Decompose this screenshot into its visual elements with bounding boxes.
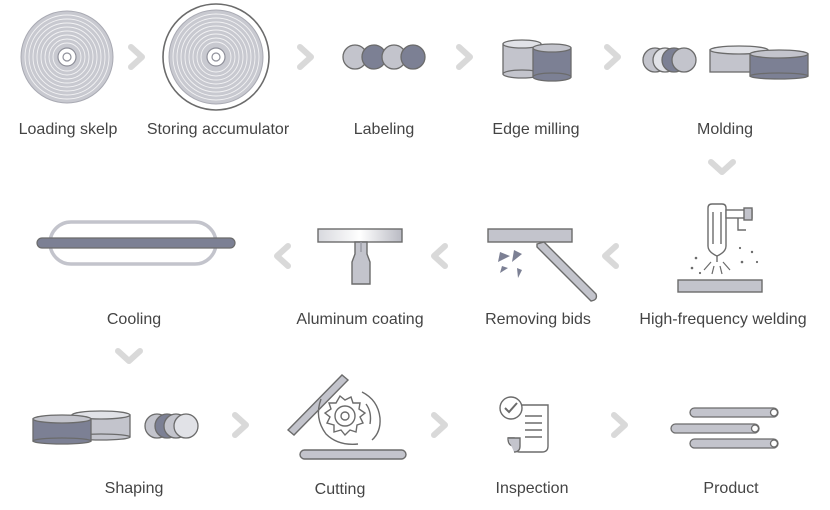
- pipes-icon: [670, 407, 779, 449]
- coil-icon: [20, 10, 114, 104]
- step-label-storing-accumulator: Storing accumulator: [146, 121, 290, 138]
- step-label-removing-bids: Removing bids: [485, 311, 591, 328]
- step-label-high-frequency-welding: High-frequency welding: [639, 311, 807, 328]
- step-label-loading-skelp: Loading skelp: [18, 121, 118, 138]
- checklist-icon: [499, 396, 549, 453]
- chevron-right-icon: [611, 412, 628, 438]
- step-label-edge-milling: Edge milling: [492, 121, 580, 138]
- rollers-icon: [342, 44, 426, 70]
- welding-torch-icon: [677, 203, 763, 293]
- chevron-left-icon: [431, 243, 448, 269]
- step-label-shaping: Shaping: [104, 480, 164, 497]
- step-label-product: Product: [703, 480, 759, 497]
- circular-saw-icon: [286, 374, 407, 460]
- chevron-right-icon: [604, 44, 621, 70]
- step-label-aluminum-coating: Aluminum coating: [296, 311, 424, 328]
- coating-nozzle-icon: [317, 228, 403, 285]
- molding-rollers-icon: [642, 45, 809, 80]
- chevron-right-icon: [128, 44, 145, 70]
- step-label-inspection: Inspection: [495, 480, 569, 497]
- chevron-right-icon: [456, 44, 473, 70]
- chevron-down-icon: [708, 159, 736, 175]
- step-label-cooling: Cooling: [106, 311, 162, 328]
- milling-drums-icon: [502, 39, 572, 82]
- step-label-molding: Molding: [696, 121, 754, 138]
- chevron-right-icon: [232, 412, 249, 438]
- chevron-right-icon: [431, 412, 448, 438]
- scraper-blade-icon: [487, 228, 598, 302]
- chevron-right-icon: [297, 44, 314, 70]
- shaping-rollers-icon: [32, 410, 199, 445]
- step-label-cutting: Cutting: [314, 481, 366, 498]
- accumulator-coil-icon: [162, 3, 270, 111]
- step-label-labeling: Labeling: [353, 121, 415, 138]
- chevron-left-icon: [602, 243, 619, 269]
- cooling-pipe-icon: [36, 220, 236, 266]
- chevron-down-icon: [115, 348, 143, 364]
- chevron-left-icon: [274, 243, 291, 269]
